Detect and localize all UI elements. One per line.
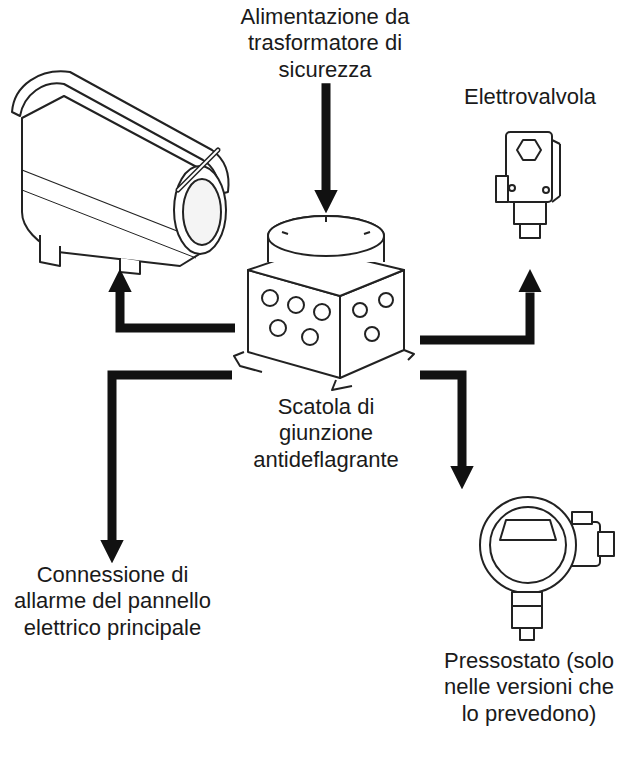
pressure-switch [480,497,614,640]
connector-arrow [420,375,462,466]
node-label: Pressostato (solo nelle versioni che lo … [438,648,620,727]
node-label: Scatola di giunzione antideflagrante [232,394,420,473]
camera-housing [12,71,228,274]
node-label: Elettrovalvola [450,84,610,110]
valve-node: Elettrovalvola [450,84,610,270]
node-label: Connessione di allarme del pannello elet… [5,562,220,641]
pressure-node: Pressostato (solo nelle versioni che lo … [438,488,620,727]
alarm-node: Connessione di allarme del pannello elet… [5,562,220,641]
node-label: Alimentazione da trasformatore di sicure… [225,4,425,83]
connector-arrow [322,83,331,190]
junction-box [234,216,414,390]
junction-node: Scatola di giunzione antideflagrante [232,212,420,473]
supply-label: Alimentazione da trasformatore di sicure… [225,4,425,83]
camera-arrow [120,292,235,328]
solenoid-valve [496,132,560,238]
connector-arrow [420,292,530,340]
connector-arrow [112,375,232,540]
